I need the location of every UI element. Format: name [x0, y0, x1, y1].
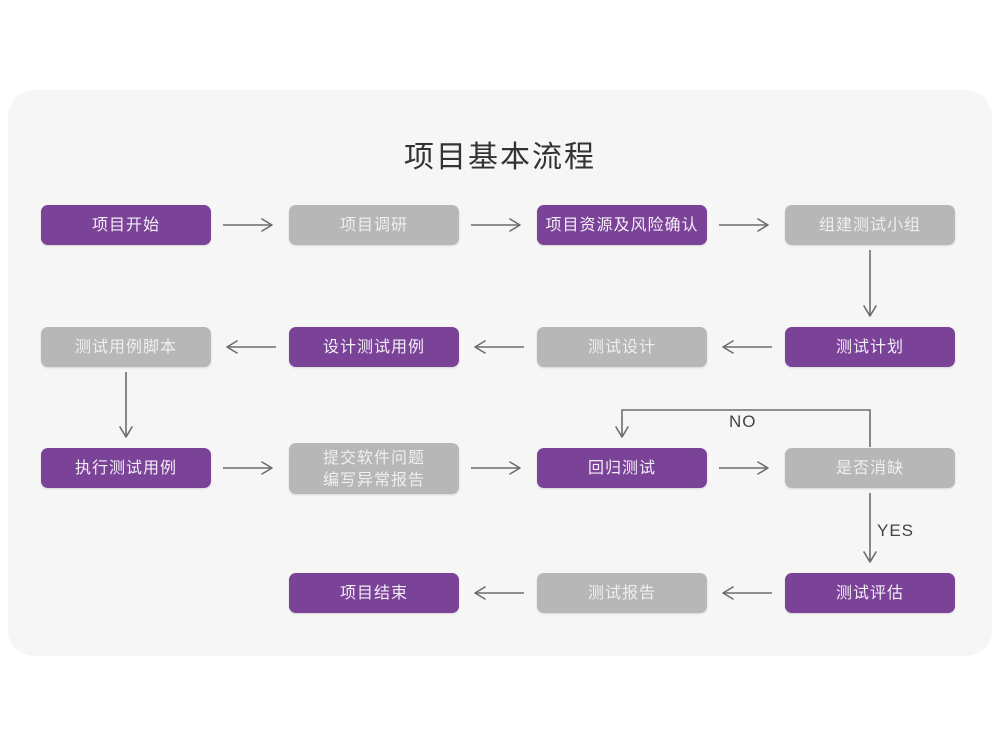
node-project-research[interactable]: 项目调研: [289, 205, 459, 245]
node-project-start[interactable]: 项目开始: [41, 205, 211, 245]
edge-label-yes: YES: [877, 521, 915, 540]
node-submit-bug-report[interactable]: 提交软件问题 编写异常报告: [289, 443, 459, 494]
node-test-plan[interactable]: 测试计划: [785, 327, 955, 367]
node-defect-cleared[interactable]: 是否消缺: [785, 448, 955, 488]
node-test-case-script[interactable]: 测试用例脚本: [41, 327, 211, 367]
node-test-report[interactable]: 测试报告: [537, 573, 707, 613]
node-test-design[interactable]: 测试设计: [537, 327, 707, 367]
node-test-evaluation[interactable]: 测试评估: [785, 573, 955, 613]
node-execute-test-case[interactable]: 执行测试用例: [41, 448, 211, 488]
node-design-test-case[interactable]: 设计测试用例: [289, 327, 459, 367]
node-project-end[interactable]: 项目结束: [289, 573, 459, 613]
diagram-panel: [8, 90, 992, 656]
node-resource-risk-confirm[interactable]: 项目资源及风险确认: [537, 205, 707, 245]
node-regression-test[interactable]: 回归测试: [537, 448, 707, 488]
edge-label-no: NO: [729, 412, 757, 431]
page-title: 项目基本流程: [404, 140, 596, 175]
node-build-test-team[interactable]: 组建测试小组: [785, 205, 955, 245]
